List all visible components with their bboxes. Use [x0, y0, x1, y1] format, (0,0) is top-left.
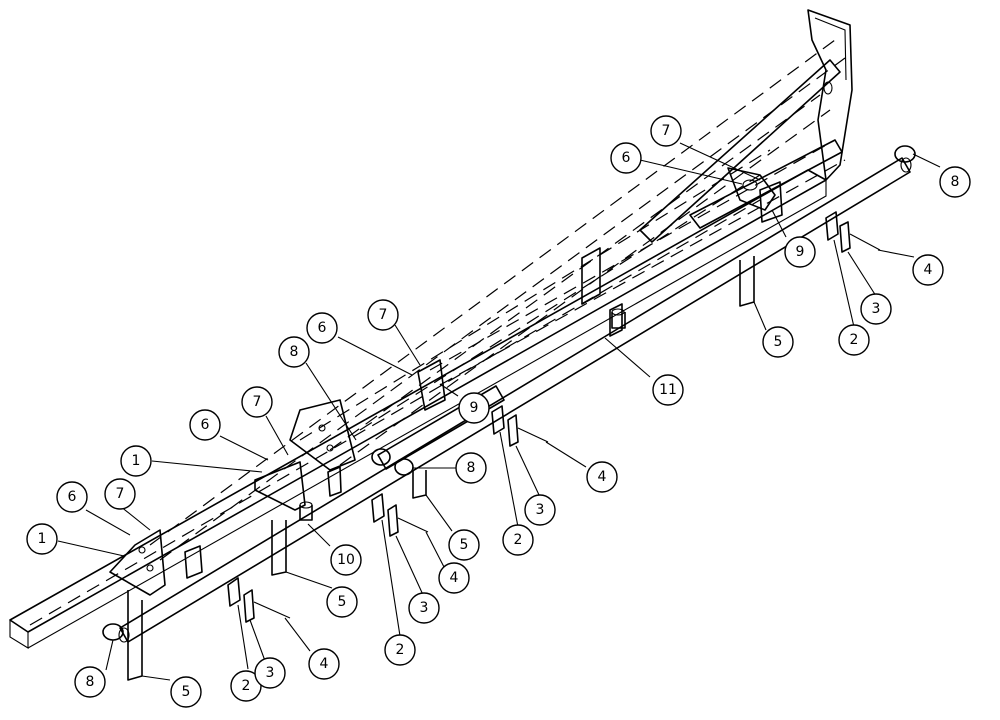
- linkage-arms: [639, 59, 843, 243]
- svg-text:7: 7: [379, 307, 388, 323]
- svg-text:8: 8: [467, 460, 476, 476]
- callout-5: 5: [170, 676, 202, 708]
- svg-text:5: 5: [460, 537, 469, 553]
- svg-text:2: 2: [850, 332, 859, 348]
- svg-text:4: 4: [320, 656, 329, 672]
- callout-8: 8: [74, 666, 106, 698]
- svg-text:6: 6: [201, 417, 210, 433]
- callout-1: 1: [26, 523, 58, 555]
- svg-text:7: 7: [253, 394, 262, 410]
- svg-text:9: 9: [470, 400, 479, 416]
- callout-4: 4: [438, 562, 470, 594]
- callouts: 1 1 2 2 2 2 3 3 3 3 4 4 4 4 5 5 5 5 6 6 …: [26, 115, 971, 708]
- end-caps: [102, 145, 916, 641]
- svg-text:1: 1: [38, 531, 47, 547]
- fold-arms: [29, 39, 846, 626]
- hinge-plate-left: [109, 529, 166, 596]
- callout-2: 2: [502, 524, 534, 556]
- callout-5: 5: [762, 326, 794, 358]
- callout-3: 3: [408, 592, 440, 624]
- callout-1: 1: [120, 445, 152, 477]
- svg-text:6: 6: [68, 489, 77, 505]
- callout-7: 7: [367, 299, 399, 331]
- callout-7: 7: [650, 115, 682, 147]
- callout-3: 3: [254, 657, 286, 689]
- hinge-plate-right: [727, 167, 776, 211]
- leader-lines: [57, 142, 941, 681]
- svg-text:3: 3: [266, 665, 275, 681]
- hinge-plate-mid: [289, 399, 356, 471]
- clamp-blocks: [184, 181, 783, 579]
- callout-4: 4: [586, 461, 618, 493]
- callout-4: 4: [912, 254, 944, 286]
- svg-text:9: 9: [796, 244, 805, 260]
- u-clamps: [227, 211, 851, 623]
- svg-text:5: 5: [182, 684, 191, 700]
- callout-3: 3: [860, 293, 892, 325]
- callout-9: 9: [458, 392, 490, 424]
- svg-text:2: 2: [514, 532, 523, 548]
- svg-text:4: 4: [450, 570, 459, 586]
- pins: [253, 233, 881, 619]
- svg-text:6: 6: [318, 320, 327, 336]
- callout-4: 4: [308, 648, 340, 680]
- svg-text:4: 4: [924, 262, 933, 278]
- callout-2: 2: [838, 324, 870, 356]
- svg-text:3: 3: [872, 301, 881, 317]
- callout-3: 3: [524, 494, 556, 526]
- hanger-rods: [127, 256, 755, 681]
- callout-2: 2: [230, 670, 262, 702]
- callout-11: 11: [652, 374, 684, 406]
- svg-text:3: 3: [420, 600, 429, 616]
- callout-8: 8: [278, 336, 310, 368]
- round-boom-tube: [118, 157, 912, 643]
- pivot-hinge-bracket: [807, 9, 853, 181]
- svg-text:3: 3: [536, 502, 545, 518]
- callout-2: 2: [384, 634, 416, 666]
- callout-8: 8: [455, 452, 487, 484]
- callout-6: 6: [56, 481, 88, 513]
- svg-text:1: 1: [132, 453, 141, 469]
- svg-text:7: 7: [116, 486, 125, 502]
- callout-6: 6: [306, 312, 338, 344]
- svg-text:2: 2: [242, 678, 251, 694]
- svg-text:8: 8: [86, 674, 95, 690]
- callout-5: 5: [326, 586, 358, 618]
- svg-text:8: 8: [951, 174, 960, 190]
- svg-text:7: 7: [662, 123, 671, 139]
- svg-text:4: 4: [598, 469, 607, 485]
- svg-text:11: 11: [659, 382, 677, 398]
- svg-text:6: 6: [622, 150, 631, 166]
- svg-text:8: 8: [290, 344, 299, 360]
- callout-9: 9: [784, 236, 816, 268]
- svg-text:5: 5: [774, 334, 783, 350]
- svg-text:5: 5: [338, 594, 347, 610]
- svg-text:10: 10: [337, 552, 355, 568]
- callout-6: 6: [610, 142, 642, 174]
- callout-7: 7: [241, 386, 273, 418]
- callout-10: 10: [330, 544, 362, 576]
- center-bracket: [581, 247, 623, 337]
- spacer-post: [299, 308, 626, 521]
- svg-text:2: 2: [396, 642, 405, 658]
- callout-6: 6: [189, 409, 221, 441]
- callout-8: 8: [939, 166, 971, 198]
- callout-5: 5: [448, 529, 480, 561]
- callout-7: 7: [104, 478, 136, 510]
